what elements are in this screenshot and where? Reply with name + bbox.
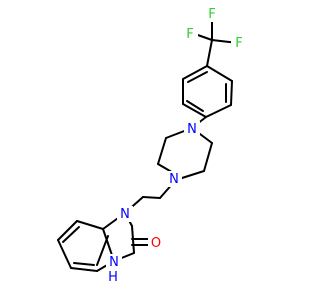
nitrogen-atom-label: N [187,122,197,137]
hydrogen-atom-label: H [108,270,118,285]
atom-label-bg [231,35,247,51]
bond [206,65,233,82]
fluorine-atom-label: F [186,27,193,42]
bond [182,103,207,118]
bond [206,39,213,67]
bond [57,239,72,269]
bond [57,220,78,241]
molecule-diagram: F F F N N N N H O [57,6,247,285]
bond-layer [57,18,239,272]
atom-label-layer: F F F N N N N H O [106,6,247,285]
bond [205,104,232,118]
nitrogen-atom-label: N [109,255,119,270]
structure-canvas: F F F N N N N H O [57,6,247,285]
fluorine-atom-label: F [208,7,215,22]
bond [186,100,204,112]
bond [142,196,161,199]
atom-label-bg [166,171,182,187]
nitrogen-atom-label: N [169,172,179,187]
bond [96,235,109,266]
bond [73,262,95,266]
fluorine-atom-label: F [235,36,242,51]
bond [182,65,208,80]
bond [76,220,104,230]
atom-label-bg [182,26,198,42]
bond [181,170,205,179]
oxygen-atom-label: O [151,236,161,251]
bond [157,137,167,165]
atom-label-bg [148,235,164,251]
atom-label-bg [106,254,122,270]
bond [62,226,80,243]
bond [230,80,233,106]
nitrogen-atom-label: N [120,207,130,222]
atom-label-bg [184,121,200,137]
atom-label-bg [204,6,220,22]
bond [187,71,208,83]
bond [203,142,213,172]
bond [70,267,98,272]
atom-label-bg [117,206,133,222]
